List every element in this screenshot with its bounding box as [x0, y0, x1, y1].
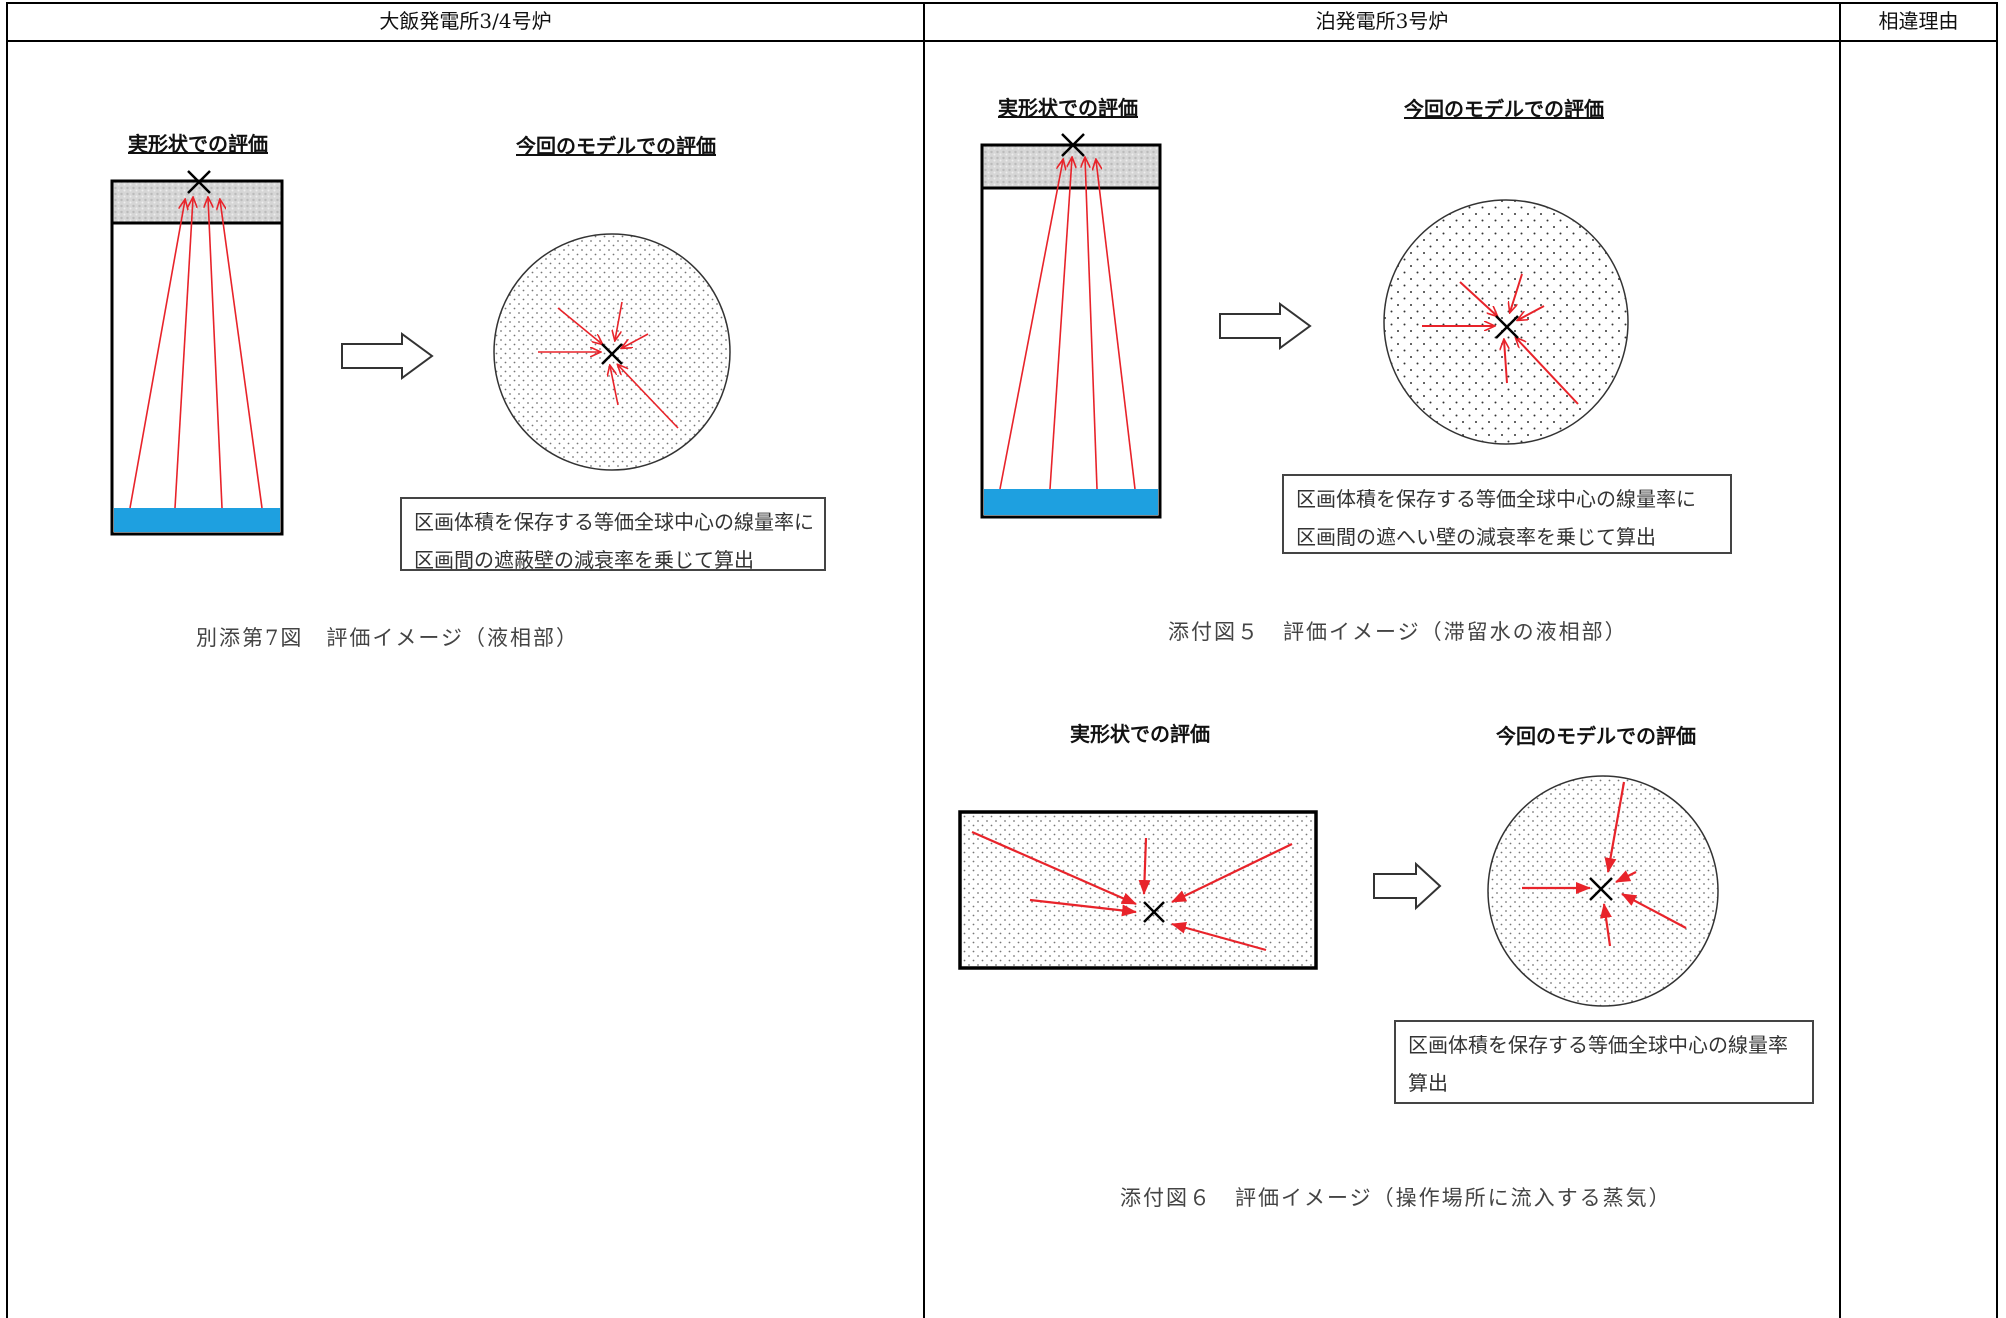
mid-top-caption: 添付図５ 評価イメージ（滞留水の液相部）: [1168, 620, 1628, 644]
table-header-divider: [6, 40, 1998, 42]
mid-top-note-line-2: 区画間の遮へい壁の減衰率を乗じて算出: [1296, 525, 1656, 549]
mid-top-transform-arrow-icon: [1219, 302, 1312, 350]
table-left-border: [6, 2, 8, 1318]
header-col-reason: 相違理由: [1878, 9, 1959, 33]
left-note-box: 区画体積を保存する等価全球中心の線量率に 区画間の遮蔽壁の減衰率を乗じて算出: [400, 497, 826, 572]
left-caption: 別添第7図 評価イメージ（液相部）: [196, 626, 579, 650]
mid-bottom-label-model: 今回のモデルでの評価: [1496, 724, 1696, 748]
mid-bottom-caption: 添付図６ 評価イメージ（操作場所に流入する蒸気）: [1120, 1186, 1672, 1210]
mid-top-label-model: 今回のモデルでの評価: [1404, 97, 1604, 121]
mid-top-note-line-1: 区画体積を保存する等価全球中心の線量率に: [1296, 487, 1696, 511]
source-x-icon: [1061, 133, 1085, 157]
left-actual-shape-diagram: [110, 170, 284, 536]
table-right-border: [1996, 2, 1998, 1318]
left-equivalent-sphere-icon: [493, 233, 731, 471]
table-col-divider-1: [923, 2, 925, 1318]
left-label-model: 今回のモデルでの評価: [516, 134, 716, 158]
mid-bottom-note-box: 区画体積を保存する等価全球中心の線量率 算出: [1394, 1020, 1814, 1104]
table-col-divider-2: [1839, 2, 1841, 1318]
header-col-tomari: 泊発電所3号炉: [1315, 9, 1449, 33]
left-note-line-2: 区画間の遮蔽壁の減衰率を乗じて算出: [414, 548, 754, 572]
mid-bottom-actual-shape-diagram: [958, 810, 1318, 970]
mid-top-actual-shape-diagram: [980, 133, 1162, 519]
header-col-ohi: 大飯発電所3/4号炉: [379, 9, 552, 33]
mid-top-equivalent-sphere-icon: [1383, 199, 1629, 445]
mid-top-note-box: 区画体積を保存する等価全球中心の線量率に 区画間の遮へい壁の減衰率を乗じて算出: [1282, 474, 1732, 554]
mid-bottom-equivalent-sphere-icon: [1487, 775, 1719, 1007]
left-transform-arrow-icon: [341, 332, 434, 380]
left-label-actual: 実形状での評価: [128, 132, 268, 156]
left-note-line-1: 区画体積を保存する等価全球中心の線量率に: [414, 510, 814, 534]
mid-bottom-label-actual: 実形状での評価: [1070, 722, 1210, 746]
mid-bottom-note-line-1: 区画体積を保存する等価全球中心の線量率: [1408, 1033, 1788, 1057]
table-top-border: [6, 2, 1998, 4]
mid-bottom-note-line-2: 算出: [1408, 1071, 1448, 1095]
mid-top-label-actual: 実形状での評価: [998, 96, 1138, 120]
source-x-icon: [187, 170, 211, 194]
mid-bottom-transform-arrow-icon: [1373, 861, 1442, 911]
